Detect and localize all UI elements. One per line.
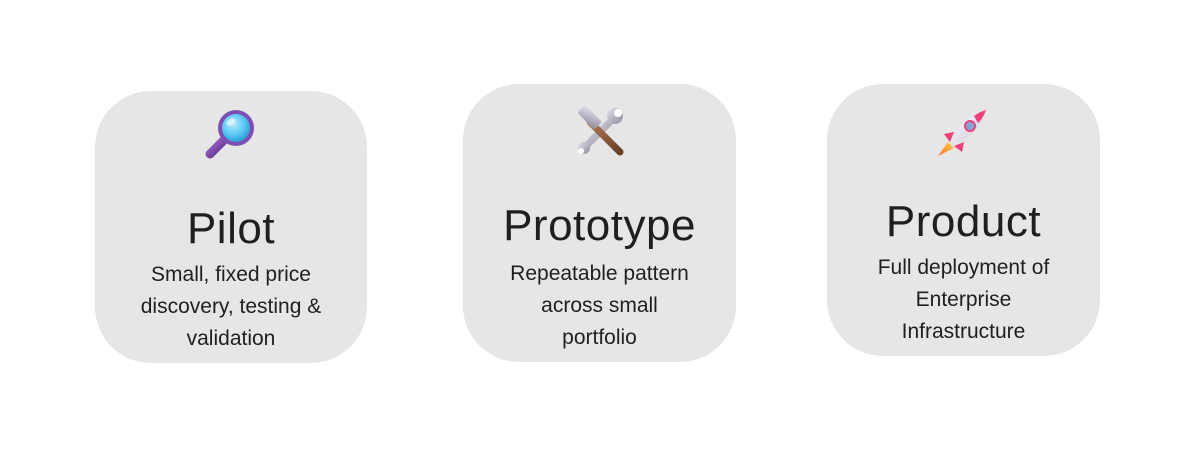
card-title: Pilot bbox=[186, 204, 276, 253]
rocket-icon bbox=[937, 110, 986, 156]
card-description: Full deployment of Enterprise Infrastruc… bbox=[877, 256, 1050, 343]
pilot-card: Pilot Small, fixed price discovery, test… bbox=[95, 91, 367, 363]
prototype-card: Prototype Repeatable pattern across smal… bbox=[463, 84, 736, 362]
card-description: Repeatable pattern across small portfoli… bbox=[510, 262, 689, 349]
magnifying-glass-icon bbox=[205, 110, 254, 159]
card-description: Small, fixed price discovery, testing & … bbox=[140, 263, 322, 350]
card-title: Product bbox=[885, 197, 1042, 246]
card-title: Prototype bbox=[503, 201, 696, 250]
product-card: Product Full deployment of Enterprise In… bbox=[827, 84, 1100, 356]
hammer-and-wrench-icon bbox=[577, 105, 623, 156]
